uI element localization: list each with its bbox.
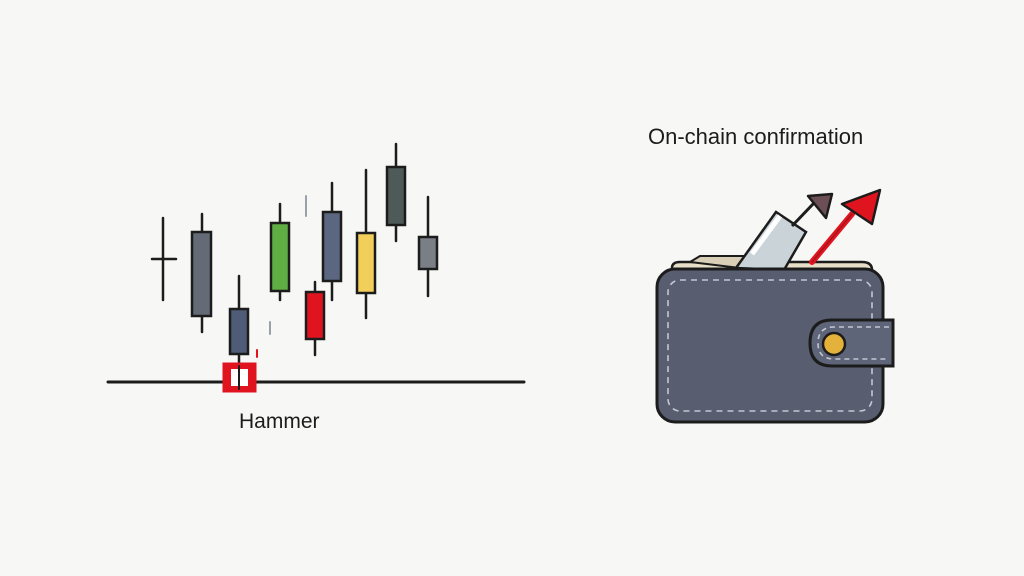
candle-5 [321,181,343,302]
arrow-up-red-icon [809,188,882,265]
onchain-confirmation-label: On-chain confirmation [648,124,864,149]
candle-6 [355,168,377,320]
candle-7 [385,142,407,243]
arrow-up-dark-icon [790,192,834,228]
hammer-label: Hammer [239,410,320,433]
candle-3 [269,202,291,302]
wallet-clasp-button [821,331,847,357]
candle-1 [190,212,213,334]
wallet-icon [655,188,895,424]
candlestick-chart-icon [106,142,526,393]
candle-doji [150,216,178,302]
hammer-highlight [222,349,258,393]
candle-2 [228,274,250,370]
candle-4 [304,280,326,357]
wallet-stitching [667,279,873,412]
wallet-clasp-stitching [817,326,889,360]
candle-8 [417,195,439,298]
